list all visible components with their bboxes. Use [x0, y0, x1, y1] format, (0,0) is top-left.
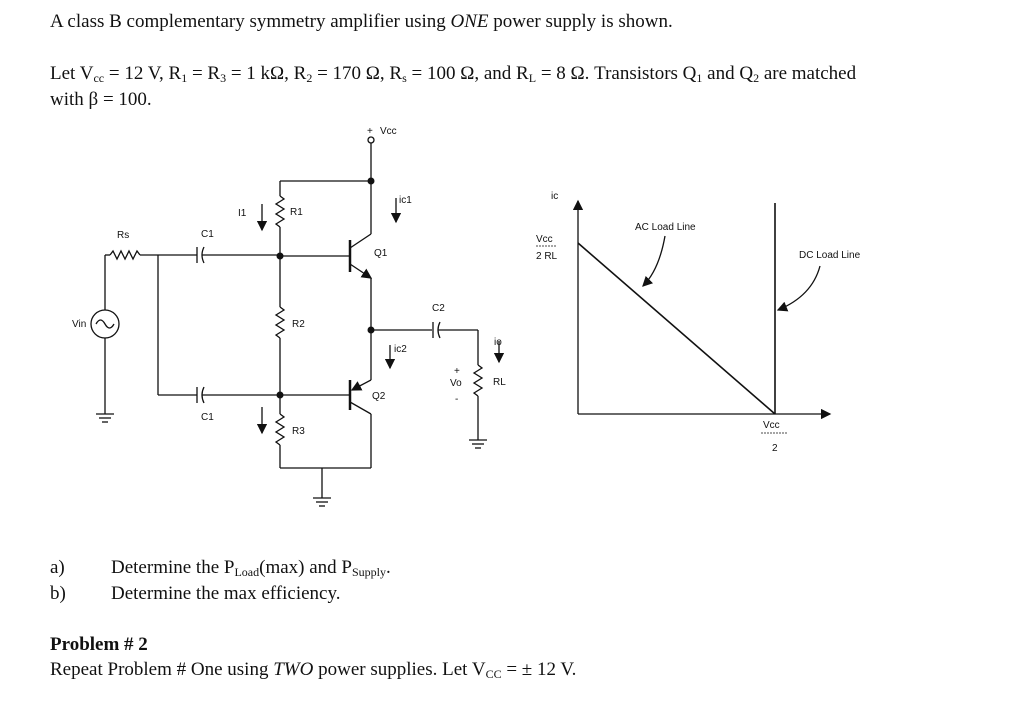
params-sub-h: 2 [753, 71, 760, 85]
c1-top-label: C1 [201, 229, 214, 240]
r2-resistor [274, 306, 286, 339]
params-line-2: with β = 100. [50, 89, 152, 110]
intro-one: ONE [450, 11, 489, 32]
problem-2-seg-1: Repeat Problem # One using [50, 659, 274, 680]
rl-resistor [472, 364, 484, 397]
rs-label: Rs [117, 230, 129, 241]
rl-label: RL [493, 377, 506, 388]
question-a: a) [50, 557, 65, 579]
dc-load-line-label: DC Load Line [799, 250, 861, 261]
ac-load-line-pointer [642, 235, 666, 287]
params-line-1: Let Vcc = 12 V, R1 = R3 = 1 kΩ, R2 = 170… [50, 63, 856, 89]
graph-y-tick-den: 2 RL [536, 251, 558, 262]
vo-label: Vo [450, 378, 462, 389]
r3-label: R3 [292, 426, 305, 437]
vcc-terminal [367, 136, 375, 144]
params-sub-a: cc [93, 71, 105, 85]
params-seg-f: = 100 Ω, and R [406, 63, 529, 84]
graph-x-tick-num: Vcc [763, 420, 780, 431]
intro-line: A class B complementary symmetry amplifi… [50, 11, 673, 33]
params-seg-a: Let V [50, 63, 94, 84]
graph-x-tick-den: 2 [772, 443, 778, 454]
question-a-sub-1: Load [234, 565, 260, 579]
dc-load-line-pointer [776, 265, 821, 312]
intro-text-2: power supply is shown. [488, 11, 673, 32]
params-seg-i: are matched [759, 63, 857, 84]
rs-resistor [109, 249, 141, 261]
problem-2-title: Problem # 2 [50, 634, 148, 655]
question-b-label: b) [50, 583, 66, 604]
question-a-seg-1: Determine the P [111, 557, 235, 578]
params-sub-e: s [402, 71, 407, 85]
vo-plus-label: + [454, 366, 460, 377]
c2-label: C2 [432, 303, 445, 314]
params-seg-d: = 1 kΩ, R [226, 63, 307, 84]
params-seg-g: = 8 Ω. Transistors Q [536, 63, 697, 84]
params-sub-b: 1 [181, 71, 188, 85]
question-a-seg-2: (max) and P [259, 557, 352, 578]
ac-load-line-label: AC Load Line [635, 222, 696, 233]
ac-load-line [577, 242, 776, 415]
c1-bottom-label: C1 [201, 412, 214, 423]
problem-2-two: TWO [273, 659, 314, 680]
vin-label: Vin [72, 319, 86, 330]
r1-resistor [274, 195, 286, 228]
params-sub-f: L [528, 71, 537, 85]
intro-text-1: A class B complementary symmetry amplifi… [50, 11, 451, 32]
params-seg-b: = 12 V, R [104, 63, 182, 84]
vcc-label: Vcc [380, 126, 397, 137]
io-label: io [494, 337, 502, 348]
params-seg-e: = 170 Ω, R [312, 63, 403, 84]
problem-2-seg-2: power supplies. Let V [313, 659, 486, 680]
question-b: b) [50, 583, 66, 605]
params-sub-c: 3 [220, 71, 227, 85]
question-a-text: Determine the PLoad(max) and PSupply. [111, 557, 391, 583]
q2-label: Q2 [372, 391, 386, 402]
q1-label: Q1 [374, 248, 388, 259]
params-seg-c: = R [187, 63, 221, 84]
graph-y-tick-num: Vcc [536, 234, 553, 245]
vcc-plus-label: + [367, 126, 373, 137]
problem-2-seg-3: = ± 12 V. [501, 659, 577, 680]
graph-y-axis-label: ic [551, 191, 558, 202]
params-sub-g: 1 [696, 71, 703, 85]
params-seg-h: and Q [702, 63, 754, 84]
vo-minus-label: - [455, 394, 458, 405]
question-a-seg-3: . [386, 557, 391, 578]
question-a-sub-2: Supply [352, 565, 387, 579]
ic2-label: ic2 [394, 344, 407, 355]
r3-resistor [274, 413, 286, 446]
question-a-label: a) [50, 557, 65, 578]
r1-label: R1 [290, 207, 303, 218]
r2-label: R2 [292, 319, 305, 330]
problem-2-sub: CC [485, 667, 502, 681]
question-b-text: Determine the max efficiency. [111, 583, 341, 604]
params-sub-d: 2 [306, 71, 313, 85]
problem-2-text: Repeat Problem # One using TWO power sup… [50, 659, 576, 685]
i1-label: I1 [238, 208, 247, 219]
ic1-label: ic1 [399, 195, 412, 206]
